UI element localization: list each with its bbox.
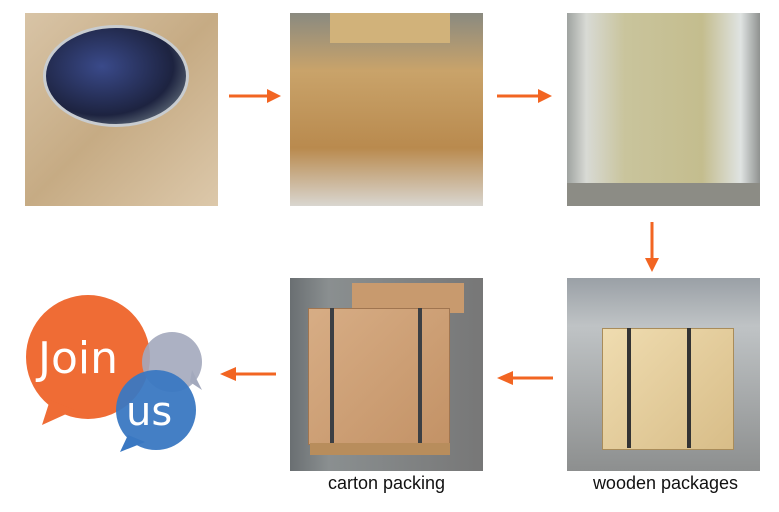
arrow-left-icon — [497, 371, 553, 385]
photo-plastic-wrapped-pallet — [567, 13, 760, 206]
photo-carton-packing — [290, 278, 483, 471]
photo-paper-wrapped-rolls — [290, 13, 483, 206]
arrow-right-icon — [497, 89, 552, 103]
logo-us-text: us — [126, 389, 172, 435]
photo-wooden-packages — [567, 278, 760, 471]
arrow-right-icon — [229, 89, 281, 103]
arrow-down-icon — [645, 222, 659, 272]
caption-carton-packing: carton packing — [327, 473, 446, 493]
join-us-logo: Join us — [26, 295, 202, 452]
arrow-left-icon — [220, 367, 276, 381]
logo-join-text: Join — [35, 333, 118, 384]
caption-wooden-packages: wooden packages — [592, 473, 739, 493]
photo-aluminum-circle — [25, 13, 218, 206]
